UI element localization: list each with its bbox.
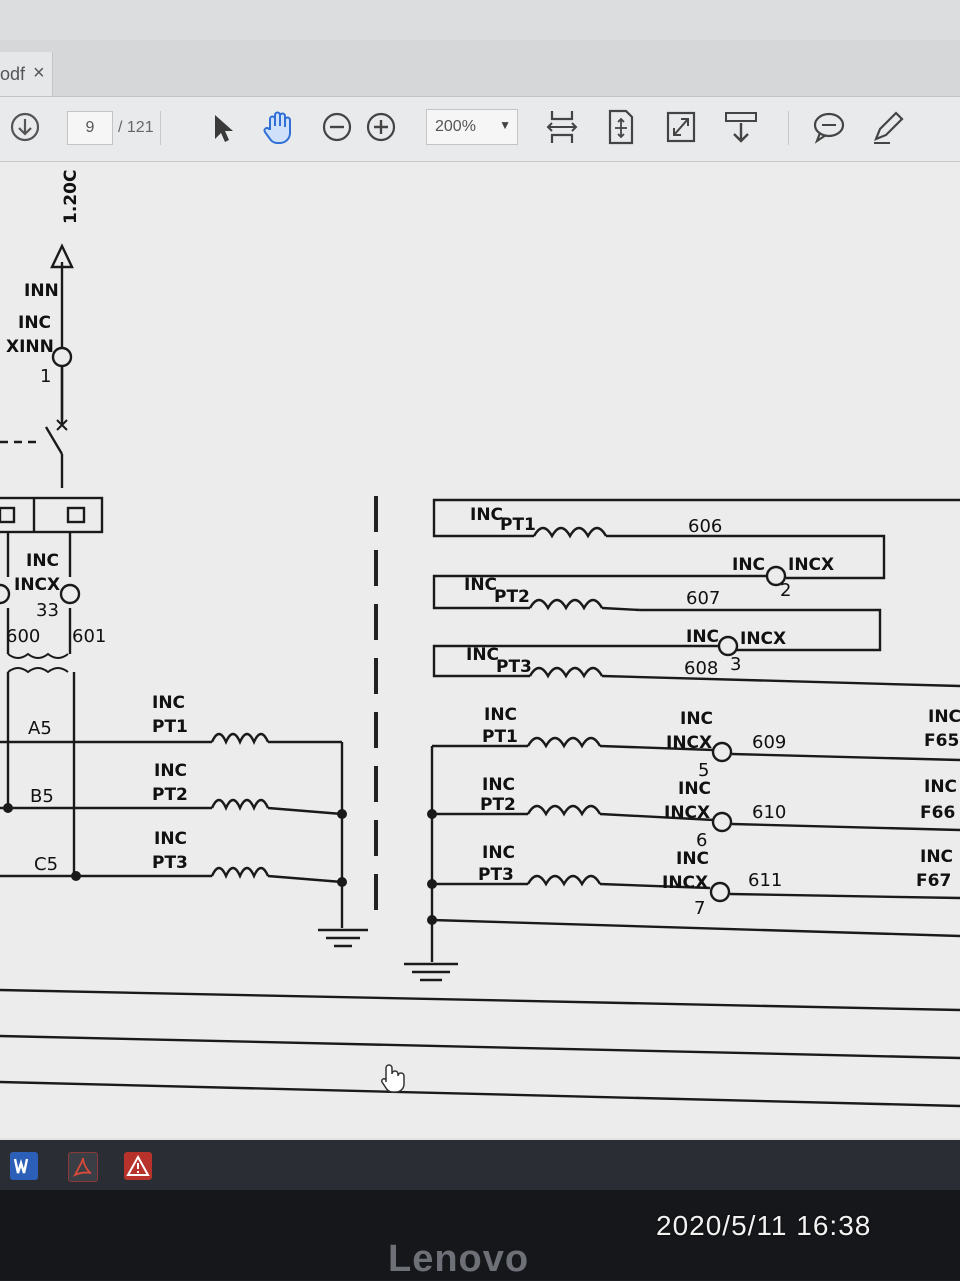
- inc-label: INC: [470, 505, 503, 525]
- pt-label: PT2: [152, 785, 188, 805]
- chevron-down-icon: ▼: [499, 118, 511, 132]
- f-label: F66: [920, 803, 955, 823]
- inn-label: INN: [24, 281, 59, 301]
- document-tab[interactable]: odf ×: [0, 52, 53, 96]
- hand-cursor-icon: [381, 1064, 405, 1093]
- zoom-value: 200%: [435, 118, 476, 135]
- pt-label: PT2: [494, 587, 530, 607]
- tab-title: odf: [0, 64, 26, 84]
- node-label: 2: [780, 580, 791, 601]
- download-icon[interactable]: [8, 107, 42, 147]
- monitor-bezel: [0, 1190, 960, 1280]
- hand-icon[interactable]: [260, 107, 300, 147]
- incx-label: INCX: [664, 803, 710, 823]
- page-total: / 121: [118, 119, 154, 136]
- fit-page-icon[interactable]: [604, 107, 638, 147]
- xinn-label: XINN: [6, 337, 54, 357]
- taskbar: [0, 1140, 960, 1190]
- photo-timestamp: 2020/5/11 16:38: [656, 1210, 872, 1241]
- pt-label: PT1: [482, 727, 518, 747]
- inc-label: INC: [924, 777, 957, 797]
- pt-label: PT3: [496, 657, 532, 677]
- node-label: 3: [730, 654, 741, 675]
- inc-label: INC: [680, 709, 713, 729]
- pt-label: PT1: [500, 515, 536, 535]
- inc-label: INC: [18, 313, 51, 333]
- inc-label: INC: [466, 645, 499, 665]
- wire-label: 601: [72, 626, 106, 647]
- inc-label: INC: [152, 693, 185, 713]
- read-mode-icon[interactable]: [722, 107, 760, 147]
- incx-label: INCX: [788, 555, 834, 575]
- inc-label: INC: [686, 627, 719, 647]
- pt-label: PT3: [478, 865, 514, 885]
- inc-label: INC: [484, 705, 517, 725]
- monitor-screen: odf × 9 / 121 200% ▼: [0, 0, 960, 1190]
- node-label: 7: [694, 898, 705, 919]
- page-number-input[interactable]: 9: [67, 111, 113, 145]
- wire-label: 610: [752, 802, 786, 823]
- incx-label: INCX: [662, 873, 708, 893]
- select-arrow-icon[interactable]: [206, 107, 236, 147]
- toolbar: 9 / 121 200% ▼: [0, 97, 960, 162]
- wire-label: 600: [6, 626, 40, 647]
- incx-label: INCX: [14, 575, 60, 595]
- inc-label: INC: [678, 779, 711, 799]
- ref-label: 1.20C: [61, 170, 81, 224]
- phase-label: C5: [34, 854, 58, 875]
- incx-label: INCX: [666, 733, 712, 753]
- inc-label: INC: [26, 551, 59, 571]
- wiring-diagram: 1.20C INN INC XINN 1 INC INCX 33 600 601…: [0, 170, 960, 1108]
- comment-icon[interactable]: [810, 107, 848, 147]
- inc-label: INC: [732, 555, 765, 575]
- wire-label: 608: [684, 658, 718, 679]
- node-label: 33: [36, 600, 59, 621]
- inc-label: INC: [464, 575, 497, 595]
- pen-icon[interactable]: [868, 107, 908, 147]
- inc-label: INC: [928, 707, 960, 727]
- toolbar-divider: [160, 111, 161, 145]
- tab-close-icon[interactable]: ×: [33, 62, 45, 84]
- wire-label: 611: [748, 870, 782, 891]
- wire-label: 609: [752, 732, 786, 753]
- tab-bar: [0, 40, 960, 97]
- inc-label: INC: [154, 761, 187, 781]
- inc-label: INC: [154, 829, 187, 849]
- pt-label: PT3: [152, 853, 188, 873]
- node-label: 5: [698, 760, 709, 781]
- phase-label: A5: [28, 718, 52, 739]
- phase-label: B5: [30, 786, 54, 807]
- toolbar-divider: [788, 111, 789, 145]
- zoom-out-icon[interactable]: [320, 107, 354, 147]
- wire-label: 606: [688, 516, 722, 537]
- wire-label: 607: [686, 588, 720, 609]
- f-label: F67: [916, 871, 951, 891]
- inc-label: INC: [920, 847, 953, 867]
- pt-label: PT2: [480, 795, 516, 815]
- fit-width-icon[interactable]: [544, 107, 580, 147]
- pt-label: PT1: [152, 717, 188, 737]
- inc-label: INC: [676, 849, 709, 869]
- node-label: 1: [40, 366, 51, 387]
- inc-label: INC: [482, 775, 515, 795]
- f-label: F65: [924, 731, 959, 751]
- monitor-brand-logo: Lenovo: [388, 1238, 530, 1280]
- node-label: 6: [696, 830, 707, 851]
- pdf-app-icon[interactable]: [68, 1152, 98, 1182]
- fullscreen-icon[interactable]: [664, 107, 698, 147]
- incx-label: INCX: [740, 629, 786, 649]
- warning-app-icon[interactable]: [124, 1152, 152, 1180]
- document-canvas: 1.20C INN INC XINN 1 INC INCX 33 600 601…: [0, 162, 960, 1162]
- inc-label: INC: [482, 843, 515, 863]
- zoom-select[interactable]: 200% ▼: [426, 109, 518, 145]
- word-app-icon[interactable]: [10, 1152, 38, 1180]
- zoom-in-icon[interactable]: [364, 107, 398, 147]
